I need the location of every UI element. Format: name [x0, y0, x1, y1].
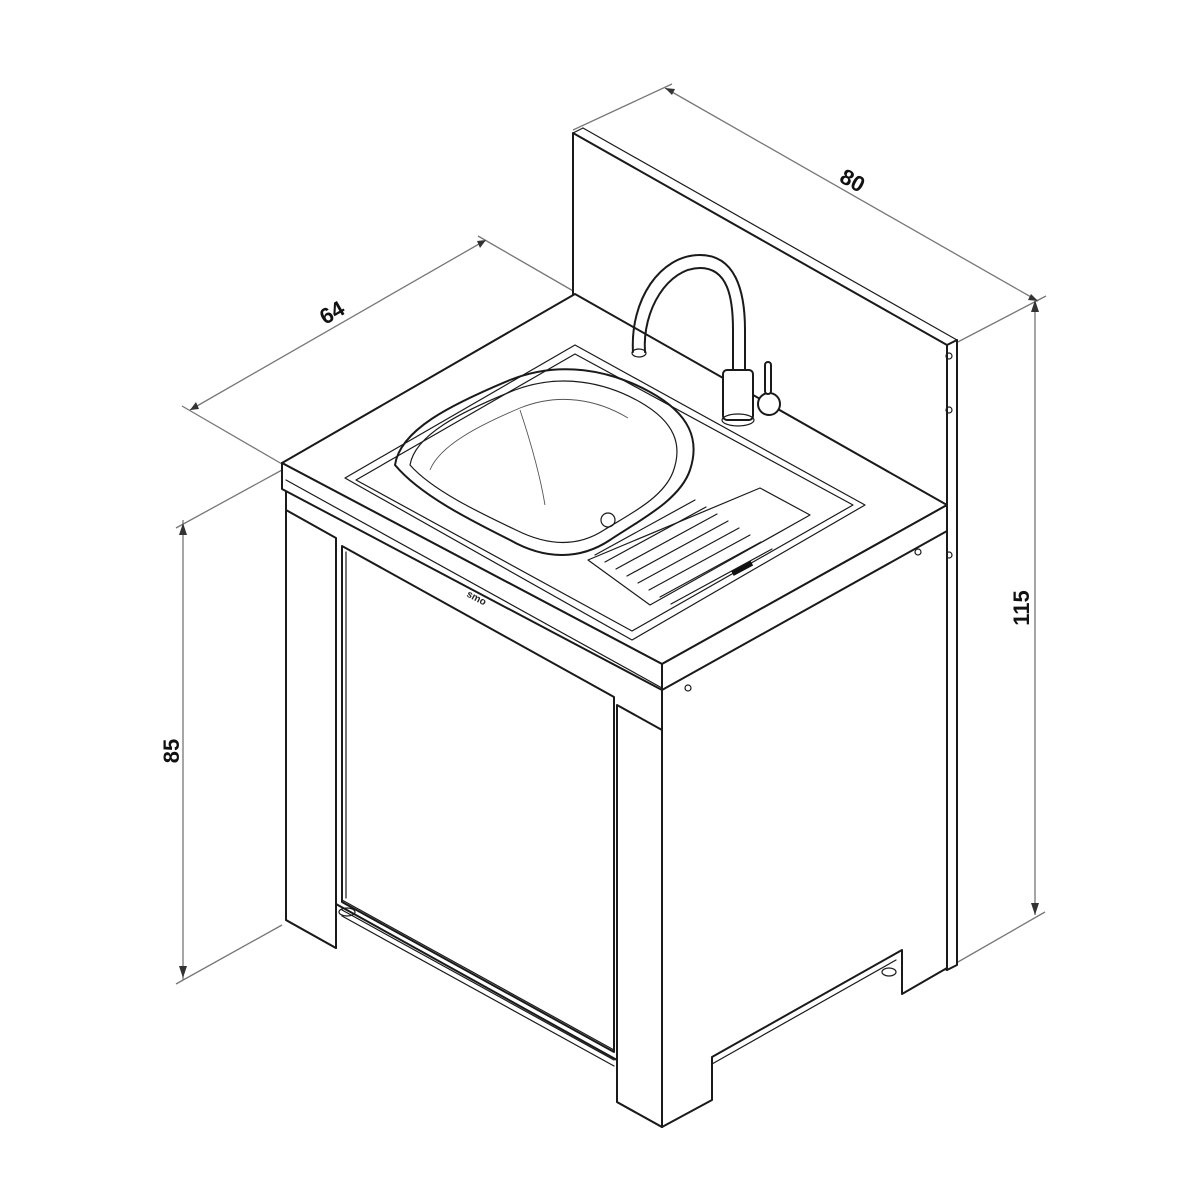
dimension-counter-height-label: 85 [159, 738, 185, 764]
dimension-total-height-label: 115 [1008, 590, 1034, 626]
countertop [281, 293, 948, 692]
foot-icon [338, 907, 356, 917]
faucet [631, 254, 781, 427]
dimension-lines [175, 83, 1047, 985]
screw-icon [945, 406, 953, 414]
foot-icon [881, 967, 897, 977]
brand-badge [731, 561, 754, 576]
faucet-lever-icon [757, 392, 781, 416]
screw-icon [684, 684, 692, 692]
cabinet-body [285, 479, 948, 1128]
drain-icon [600, 512, 616, 528]
drainer-ribs [587, 487, 811, 606]
screw-icon [945, 352, 953, 360]
screw-icon [914, 548, 922, 556]
